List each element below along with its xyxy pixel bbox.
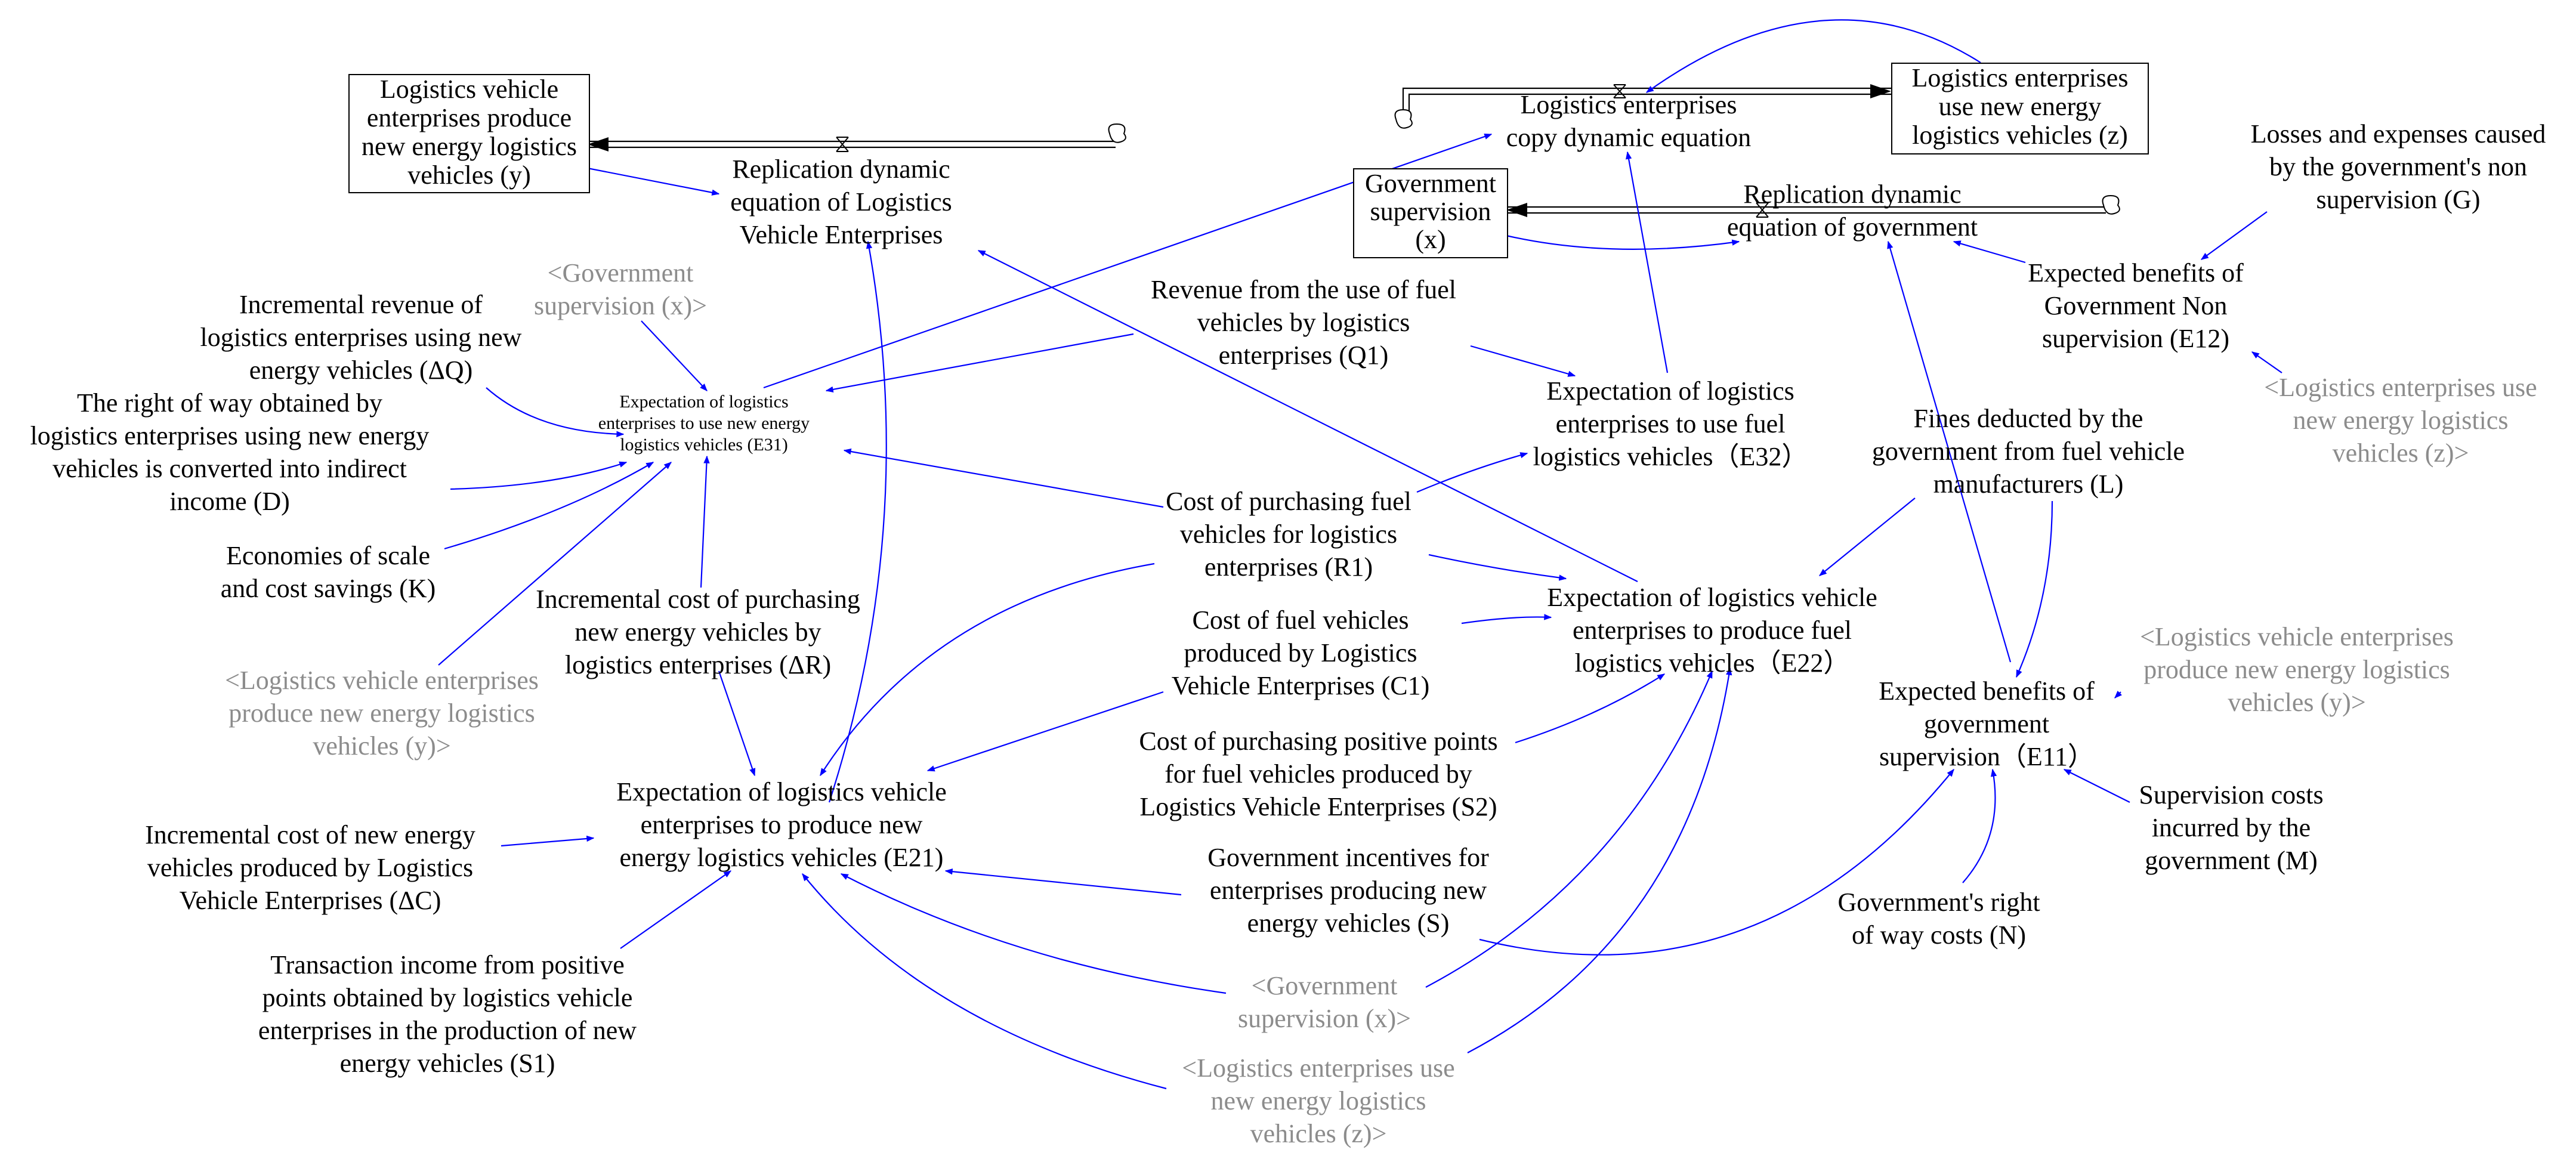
variable-n: Government's right of way costs (N) xyxy=(1837,888,2040,950)
link-y-shadow-to-e11 xyxy=(2114,691,2122,698)
flow-arrowhead-y xyxy=(588,137,609,152)
variable-e11: Expected benefits of government supervis… xyxy=(1879,676,2095,771)
link-m-to-e11 xyxy=(2063,769,2130,803)
link-e32-to-logistics-flow xyxy=(1625,151,1669,373)
link-e12-to-government-flow xyxy=(1953,240,2026,264)
link-n-to-e11 xyxy=(1962,768,1997,883)
variable-r1: Cost of purchasing fuel vehicles for log… xyxy=(1166,487,1411,582)
link-x-shadow-to-e22 xyxy=(1425,670,1713,988)
flow-logistics-enterprises-label: Logistics enterprises copy dynamic equat… xyxy=(1506,90,1752,152)
variable-s1: Transaction income from positive points … xyxy=(258,950,637,1078)
link-s-to-e11 xyxy=(1479,768,1954,956)
link-z-to-logistics-flow xyxy=(1645,19,1981,93)
valve-icon xyxy=(1613,84,1626,98)
link-l-to-e22 xyxy=(1818,497,1916,576)
valve-icon xyxy=(836,137,849,152)
shadow-variable-z-right: <Logistics enterprises use new energy lo… xyxy=(2264,373,2537,468)
link-z-shadow-to-e12 xyxy=(2251,351,2282,373)
stock-z-box: Logistics enterprises use new energy log… xyxy=(1891,63,2149,154)
variable-dr: Incremental cost of purchasing new energ… xyxy=(536,585,860,679)
cloud-icon xyxy=(1394,109,1413,129)
link-e22-to-vehicle-flow xyxy=(977,250,1638,582)
link-d-to-e31 xyxy=(450,461,628,490)
variable-q1: Revenue from the use of fuel vehicles by… xyxy=(1151,275,1456,370)
stock-x-label: Government supervision (x) xyxy=(1365,169,1496,254)
variable-dc: Incremental cost of new energy vehicles … xyxy=(145,820,475,915)
link-q1-to-e31 xyxy=(825,333,1134,392)
shadow-variable-x-bottom: <Government supervision (x)> xyxy=(1238,971,1411,1033)
link-k-to-e31 xyxy=(444,462,654,550)
link-x-shadow-to-e31 xyxy=(641,320,708,391)
link-z-shadow-to-e22 xyxy=(1467,667,1732,1053)
link-g-to-e12 xyxy=(2200,211,2268,260)
stock-x-box: Government supervision (x) xyxy=(1353,168,1508,258)
variable-e12: Expected benefits of Government Non supe… xyxy=(2028,258,2244,353)
cloud-icon xyxy=(1108,123,1126,143)
link-s2-to-e22 xyxy=(1515,673,1666,744)
variable-d: The right of way obtained by logistics e… xyxy=(30,388,430,516)
link-y-shadow-to-e31 xyxy=(438,462,672,666)
variable-e32: Expectation of logistics enterprises to … xyxy=(1533,376,1808,471)
cloud-icon xyxy=(2102,194,2120,215)
variable-dq: Incremental revenue of logistics enterpr… xyxy=(200,290,522,385)
link-dr-to-e21 xyxy=(718,670,756,777)
link-c1-to-e22 xyxy=(1461,614,1552,625)
variable-c1: Cost of fuel vehicles produced by Logist… xyxy=(1171,605,1430,700)
variable-s: Government incentives for enterprises pr… xyxy=(1207,843,1489,938)
valve-icon xyxy=(1756,202,1769,218)
link-c1-to-e21 xyxy=(926,691,1164,772)
flow-vehicle-enterprises-label: Replication dynamic equation of Logistic… xyxy=(730,154,952,249)
variable-e22: Expectation of logistics vehicle enterpr… xyxy=(1547,583,1877,678)
link-r1-to-e31 xyxy=(843,448,1164,508)
flow-government-label: Replication dynamic equation of governme… xyxy=(1726,180,1978,242)
variable-g: Losses and expenses caused by the govern… xyxy=(2250,119,2546,214)
flow-pipe-y xyxy=(588,140,1116,149)
stock-z-label: Logistics enterprises use new energy log… xyxy=(1911,63,2129,150)
flow-arrowhead-x xyxy=(1506,203,1527,217)
shadow-variable-y-left: <Logistics vehicle enterprises produce n… xyxy=(225,666,539,761)
link-q1-to-e32 xyxy=(1470,345,1576,377)
shadow-variable-x-top: <Government supervision (x)> xyxy=(534,258,707,320)
flow-arrowhead-z xyxy=(1870,84,1891,98)
shadow-variable-z-bottom: <Logistics enterprises use new energy lo… xyxy=(1182,1053,1455,1148)
stock-y-label: Logistics vehicle enterprises produce ne… xyxy=(362,75,577,190)
link-s1-to-e21 xyxy=(620,870,732,949)
link-dq-to-e31 xyxy=(486,387,625,437)
link-x-to-government-flow xyxy=(1506,234,1740,250)
link-y-to-vehicle-flow xyxy=(587,167,720,196)
causal-links xyxy=(438,19,2282,1090)
link-dc-to-e21 xyxy=(501,835,595,847)
link-x-shadow-to-e21 xyxy=(840,873,1227,994)
variable-e21: Expectation of logistics vehicle enterpr… xyxy=(616,777,947,872)
variable-s2: Cost of purchasing positive points for f… xyxy=(1139,727,1498,821)
variable-e31: Expectation of logistics enterprises to … xyxy=(598,392,810,455)
link-l-to-e11 xyxy=(2015,500,2053,678)
link-dr-to-e31 xyxy=(700,455,710,588)
flow-pipes xyxy=(588,84,2120,218)
link-e21-to-vehicle-flow xyxy=(828,240,887,803)
variable-k: Economies of scale and cost savings (K) xyxy=(220,541,436,603)
link-e11-to-government-flow xyxy=(1887,240,2012,663)
variable-m: Supervision costs incurred by the govern… xyxy=(2139,780,2324,875)
shadow-variable-y-right: <Logistics vehicle enterprises produce n… xyxy=(2140,622,2454,717)
link-r1-to-e22 xyxy=(1428,554,1567,581)
variable-l: Fines deducted by the government from fu… xyxy=(1871,404,2185,499)
link-r1-to-e21 xyxy=(820,562,1155,777)
flow-pipe-x xyxy=(1506,206,2106,214)
stock-y-box: Logistics vehicle enterprises produce ne… xyxy=(348,74,590,193)
link-s-to-e21 xyxy=(944,868,1182,896)
flow-pipe-z xyxy=(1402,87,1891,113)
link-z-shadow-to-e21 xyxy=(802,873,1167,1090)
link-r1-to-e32 xyxy=(1416,452,1528,493)
